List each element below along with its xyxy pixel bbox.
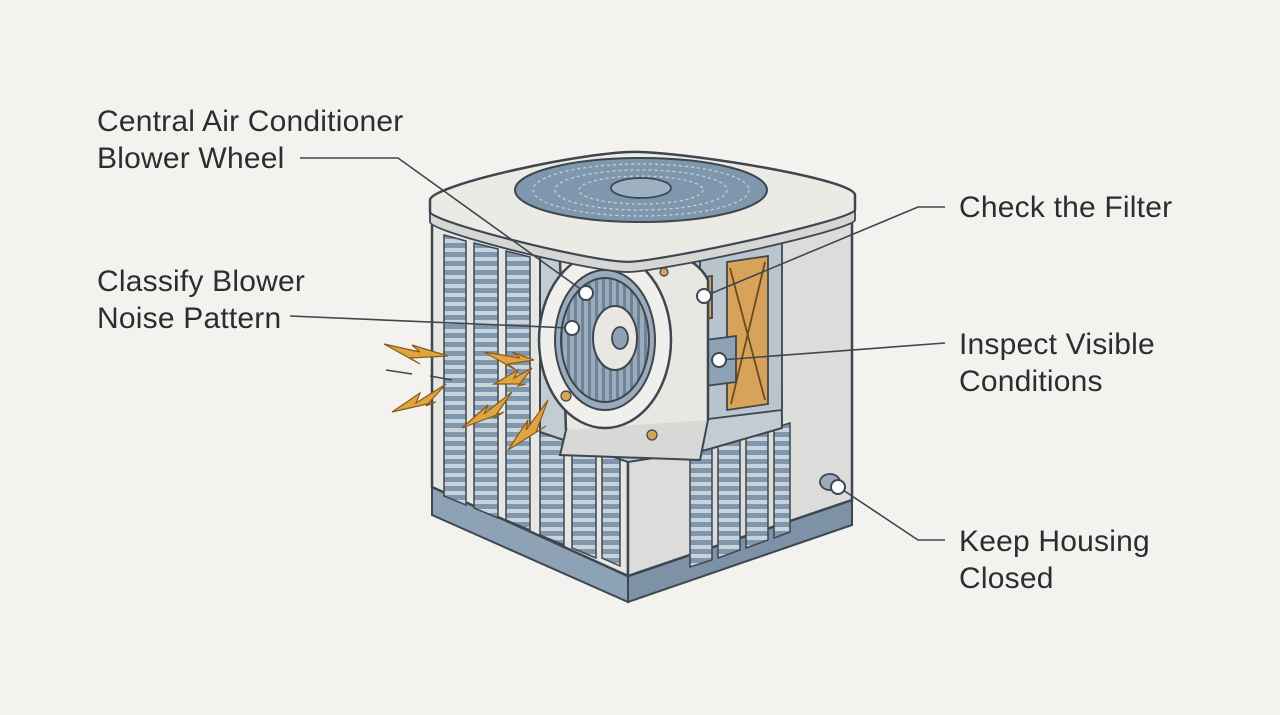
blower-hub	[611, 326, 629, 350]
callout-blower-wheel-line2: Blower Wheel	[97, 142, 285, 175]
callout-noise-pattern-line1: Classify Blower	[97, 265, 306, 298]
callout-visible-conditions: Inspect Visible Conditions	[959, 326, 1155, 400]
marker-noise	[564, 320, 580, 336]
callout-housing-line2: Closed	[959, 562, 1054, 595]
callout-noise-pattern-line2: Noise Pattern	[97, 302, 282, 335]
marker-blower-wheel	[578, 285, 594, 301]
callout-filter-line1: Check the Filter	[959, 191, 1173, 224]
marker-filter	[696, 288, 712, 304]
leader-lines	[289, 157, 946, 541]
noise-spark-group	[383, 343, 549, 451]
callout-housing: Keep Housing Closed	[959, 523, 1150, 597]
callout-markers	[564, 285, 846, 495]
marker-housing	[830, 479, 846, 495]
blower-housing	[537, 242, 710, 462]
callout-visible-conditions-line2: Conditions	[959, 365, 1103, 398]
top-fan-grille	[514, 157, 768, 223]
callout-filter: Check the Filter	[959, 189, 1172, 226]
left-grille	[443, 234, 621, 568]
callout-blower-wheel-line1: Central Air Conditioner	[97, 105, 404, 138]
housing-top-rim	[429, 209, 856, 273]
fan-hub	[610, 177, 672, 199]
noise-motion-lines	[385, 369, 453, 381]
callout-visible-conditions-line1: Inspect Visible	[959, 328, 1155, 361]
callout-blower-wheel: Central Air Conditioner Blower Wheel	[97, 103, 403, 177]
callout-noise-pattern: Classify Blower Noise Pattern	[97, 263, 305, 337]
right-grille	[689, 421, 791, 569]
marker-conditions	[711, 352, 727, 368]
callout-housing-line1: Keep Housing	[959, 525, 1150, 558]
